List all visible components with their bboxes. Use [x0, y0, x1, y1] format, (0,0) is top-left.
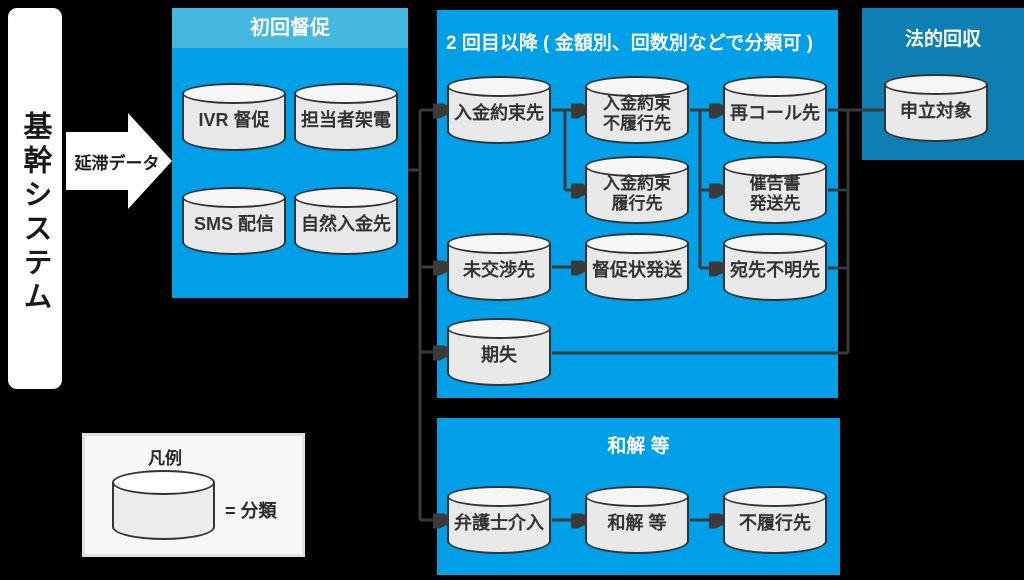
cylinder-acceleration: 期失 — [447, 318, 551, 386]
cylinder-top-ellipse — [447, 486, 551, 507]
legend-title: 凡例 — [148, 449, 182, 468]
cylinder-top-ellipse — [723, 233, 827, 254]
cylinder-lawyer-intervention: 弁護士介入 — [447, 486, 551, 554]
stage-legal-recovery-title: 法的回収 — [904, 29, 981, 50]
delinquent-data-arrow: 延滞データ — [66, 113, 172, 209]
cylinder-top-ellipse — [723, 486, 827, 507]
stage-first-reminder-title: 初回督促 — [172, 8, 408, 48]
cylinder-top-ellipse — [585, 156, 689, 177]
stage-settlement-title: 和解 等 — [607, 436, 670, 457]
legend-cylinder-icon — [112, 470, 215, 540]
cylinder-top-ellipse — [182, 187, 286, 208]
cylinder-no-negotiation: 未交渉先 — [447, 233, 551, 301]
cylinder-demand-letter: 催告書 発送先 — [723, 156, 827, 224]
cylinder-top-ellipse — [723, 76, 827, 97]
stage-legal-recovery: 法的回収 申立対象 — [862, 8, 1024, 160]
cylinder-shape — [294, 197, 398, 255]
cylinder-recall: 再コール先 — [723, 76, 827, 144]
core-system-title: 基幹システム — [19, 110, 51, 315]
delinquent-data-label: 延滞データ — [74, 153, 160, 173]
stage-settlement: 和解 等 弁護士介入 和解 等 不履行先 — [437, 418, 840, 575]
cylinder-payment-promise: 入金約束先 — [447, 76, 551, 144]
cylinder-promise-kept: 入金約束 履行先 — [585, 156, 689, 224]
cylinder-reminder-letter-sent: 督促状発送 — [585, 233, 689, 301]
stage-first-reminder: 初回督促 IVR 督促 担当者架電 SMS 配信 自然入金先 — [172, 8, 408, 298]
cylinder-default: 不履行先 — [723, 486, 827, 554]
legend-meaning: = 分類 — [225, 501, 277, 521]
cylinder-top-ellipse — [884, 74, 988, 95]
cylinder-top-ellipse — [447, 233, 551, 254]
cylinder-top-ellipse — [585, 233, 689, 254]
cylinder-petition-target: 申立対象 — [884, 74, 988, 142]
legend-box: 凡例 = 分類 — [82, 433, 305, 557]
cylinder-agent-call: 担当者架電 — [294, 83, 398, 151]
core-system-panel: 基幹システム — [8, 8, 62, 389]
stage-second-round: 2 回目以降 ( 金額別、回数別などで分類可 ) 入金約束先 入金約束 不履行先… — [437, 10, 838, 398]
cylinder-promise-broken: 入金約束 不履行先 — [585, 76, 689, 144]
cylinder-top-ellipse — [294, 187, 398, 208]
cylinder-top-ellipse — [723, 156, 827, 177]
cylinder-top-ellipse — [294, 83, 398, 104]
cylinder-top-ellipse — [182, 83, 286, 104]
cylinder-top-ellipse — [447, 76, 551, 97]
cylinder-sms-delivery: SMS 配信 — [182, 187, 286, 255]
cylinder-natural-payment: 自然入金先 — [294, 187, 398, 255]
stage-second-round-title: 2 回目以降 ( 金額別、回数別などで分類可 ) — [446, 33, 813, 54]
cylinder-top-ellipse — [585, 486, 689, 507]
cylinder-settlement: 和解 等 — [585, 486, 689, 554]
cylinder-top-ellipse — [447, 318, 551, 339]
cylinder-address-unknown: 宛先不明先 — [723, 233, 827, 301]
cylinder-top-ellipse — [585, 76, 689, 97]
cylinder-top-ellipse — [112, 470, 215, 495]
cylinder-ivr-reminder: IVR 督促 — [182, 83, 286, 151]
